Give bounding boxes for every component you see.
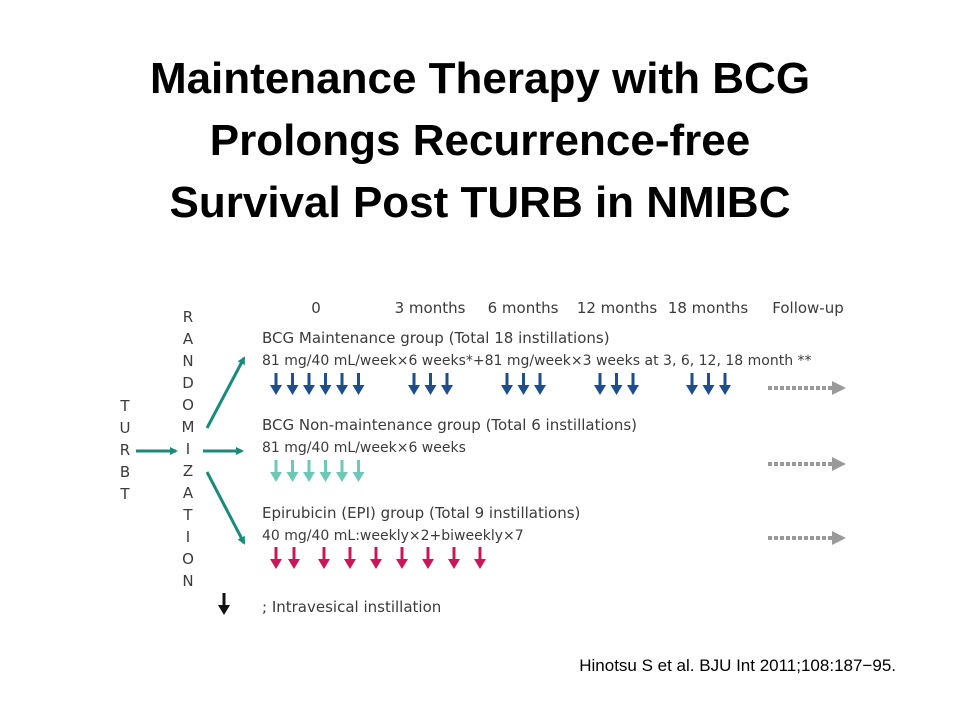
timeline-header: 0 3 months 6 months 12 months 18 months …	[311, 299, 844, 317]
randomization-letter: Z	[183, 462, 193, 480]
turbt-letter: T	[119, 485, 130, 503]
instillation-arrow-icon	[719, 373, 731, 395]
timeline-label: Follow-up	[772, 299, 844, 317]
group-regimen: 40 mg/40 mL:weekly×2+biweekly×7	[262, 528, 524, 544]
epirubicin-instillations	[270, 547, 486, 569]
instillation-arrow-icon	[286, 373, 299, 395]
group-name: Epirubicin (EPI) group (Total 9 instilla…	[262, 504, 580, 522]
instillation-arrow-icon	[396, 547, 408, 569]
timeline-label: 12 months	[577, 299, 658, 317]
instillation-arrow-icon	[686, 373, 698, 395]
randomization-label: R A N D O M I Z A T I O N	[182, 308, 195, 590]
epirubicin-group: Epirubicin (EPI) group (Total 9 instilla…	[262, 504, 580, 544]
turbt-letter: B	[120, 463, 130, 481]
group-name: BCG Maintenance group (Total 18 instilla…	[262, 329, 610, 347]
instillation-arrow-icon	[303, 373, 315, 395]
bcg-non-maintenance-instillations	[270, 460, 365, 482]
instillation-arrow-icon	[422, 547, 434, 569]
randomization-letter: O	[182, 550, 194, 568]
instillation-legend-arrow-icon	[218, 593, 230, 615]
flow-arrows	[136, 356, 246, 545]
instillation-arrow-icon	[610, 373, 623, 395]
timeline-label: 3 months	[395, 299, 466, 317]
instillation-arrow-icon	[270, 547, 282, 569]
randomization-letter: R	[183, 308, 193, 326]
randomization-letter: N	[182, 572, 193, 590]
instillation-arrow-icon	[370, 547, 382, 569]
group-regimen: 81 mg/40 mL/week×6 weeks*+81 mg/week×3 w…	[262, 353, 812, 369]
instillation-arrow-icon	[319, 460, 332, 482]
title-line: Maintenance Therapy with BCG	[149, 54, 811, 103]
follow-up-dashed-arrow-icon	[768, 381, 846, 395]
randomization-letter: M	[182, 418, 195, 436]
instillation-arrow-icon	[408, 373, 420, 395]
instillation-arrow-icon	[424, 373, 437, 395]
instillation-arrow-icon	[288, 547, 300, 569]
to-bcg-maintenance-arrow	[205, 356, 246, 429]
instillation-arrow-icon	[318, 547, 330, 569]
instillation-arrow-icon	[352, 460, 365, 482]
randomization-letter: I	[186, 440, 190, 458]
group-regimen: 81 mg/40 mL/week×6 weeks	[262, 440, 466, 456]
to-epirubicin-arrow	[205, 471, 246, 545]
bcg-maintenance-instillations	[270, 373, 731, 395]
instillation-arrow-icon	[702, 373, 715, 395]
randomization-letter: A	[183, 330, 194, 348]
citation: Hinotsu S et al. BJU Int 2011;108:187−95…	[579, 656, 896, 675]
bcg-non-maintenance-group: BCG Non-maintenance group (Total 6 insti…	[262, 416, 637, 456]
instillation-arrow-icon	[344, 547, 356, 569]
bcg-maintenance-group: BCG Maintenance group (Total 18 instilla…	[262, 329, 812, 369]
instillation-arrow-icon	[501, 373, 513, 395]
instillation-arrow-icon	[336, 373, 348, 395]
instillation-arrow-icon	[474, 547, 486, 569]
follow-up-dashed-arrow-icon	[768, 457, 846, 471]
follow-up-dashed-arrow-icon	[768, 531, 846, 545]
instillation-arrow-icon	[594, 373, 606, 395]
instillation-arrow-icon	[270, 373, 282, 395]
instillation-arrow-icon	[319, 373, 332, 395]
timeline-label: 18 months	[668, 299, 749, 317]
randomization-letter: T	[182, 506, 193, 524]
instillation-arrow-icon	[448, 547, 460, 569]
instillation-arrow-icon	[270, 460, 282, 482]
turbt-letter: U	[120, 419, 131, 437]
legend: ; Intravesical instillation	[218, 593, 441, 616]
instillation-arrow-icon	[303, 460, 315, 482]
follow-up-arrows	[768, 381, 846, 545]
slide-title: Maintenance Therapy with BCG Prolongs Re…	[40, 48, 920, 234]
randomization-letter: O	[182, 396, 194, 414]
instillation-arrow-icon	[336, 460, 348, 482]
instillation-arrow-icon	[517, 373, 530, 395]
timeline-label: 6 months	[488, 299, 559, 317]
instillation-arrow-icon	[534, 373, 546, 395]
instillation-arrow-icon	[286, 460, 299, 482]
instillation-arrow-icon	[627, 373, 639, 395]
group-name: BCG Non-maintenance group (Total 6 insti…	[262, 416, 637, 434]
instillation-arrow-icon	[441, 373, 453, 395]
legend-down-arrow	[218, 593, 230, 615]
turbt-letter: R	[120, 441, 130, 459]
turbt-label: T U R B T	[119, 397, 130, 503]
turbt-letter: T	[119, 397, 130, 415]
randomization-letter: N	[182, 352, 193, 370]
title-line: Survival Post TURB in NMIBC	[169, 178, 791, 227]
randomization-letter: I	[186, 528, 190, 546]
timeline-label: 0	[311, 299, 321, 317]
instillation-arrow-icon	[352, 373, 365, 395]
randomization-letter: D	[182, 374, 194, 392]
title-line: Prolongs Recurrence-free	[209, 116, 751, 165]
legend-text: ; Intravesical instillation	[262, 598, 441, 616]
randomization-letter: A	[183, 484, 194, 502]
